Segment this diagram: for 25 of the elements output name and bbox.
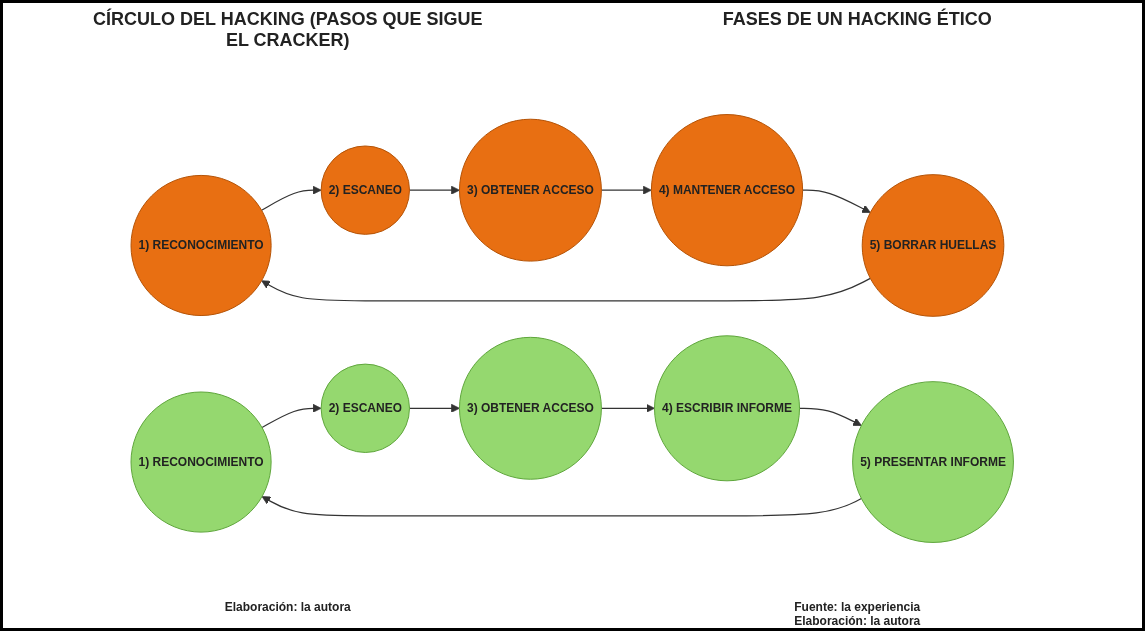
node-circle: 5) PRESENTAR INFORME [852, 381, 1015, 543]
node-circle: 4) ESCRIBIR INFORME [654, 335, 801, 482]
node-circle: 1) RECONOCIMIENTO [130, 174, 272, 317]
node-circle: 5) BORRAR HUELLAS [861, 174, 1005, 317]
source-note: Elaboración: la autora [223, 600, 352, 614]
node-circle: 4) MANTENER ACCESO [651, 114, 804, 267]
arrow [261, 185, 322, 211]
diagram-heading: CÍRCULO DEL HACKING (PASOS QUE SIGUE EL CRACKER) [92, 9, 484, 51]
arrow [601, 185, 653, 195]
arrow [601, 403, 656, 413]
diagram-heading: FASES DE UN HACKING ÉTICO [721, 9, 993, 31]
arrow [261, 496, 863, 517]
arrow [261, 277, 872, 302]
node-circle: 1) RECONOCIMIENTO [130, 391, 272, 533]
arrow [799, 407, 863, 426]
source-note: Fuente: la experiencia [793, 600, 922, 614]
node-circle: 2) ESCANEO [320, 363, 411, 453]
arrow [261, 403, 322, 429]
source-note: Elaboración: la autora [793, 614, 922, 628]
node-circle: 3) OBTENER ACCESO [459, 118, 603, 262]
arrow [802, 189, 871, 213]
node-circle: 3) OBTENER ACCESO [459, 336, 603, 480]
node-circle: 2) ESCANEO [320, 145, 411, 235]
arrow [409, 185, 461, 195]
arrow [409, 403, 461, 413]
